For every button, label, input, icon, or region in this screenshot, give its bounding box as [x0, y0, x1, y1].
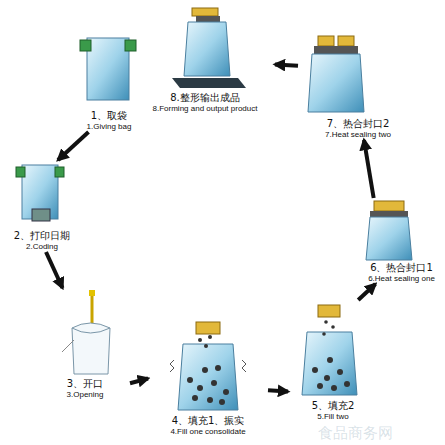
watermark: 食品商务网 [318, 424, 393, 443]
flow-arrow [46, 252, 63, 288]
step-label-en: 2.Coding [2, 242, 82, 252]
process-step: 5、填充25.Fill two [288, 300, 378, 422]
bag-drawing [308, 36, 364, 112]
step-label-zh: 4、填充1、振实 [148, 415, 268, 427]
step-label-zh: 5、填充2 [288, 400, 378, 412]
process-step: 7、热合封口27.Heat sealing two [298, 34, 418, 140]
step-label-en: 1.Giving bag [68, 122, 150, 132]
flow-arrow [364, 140, 374, 198]
bag-drawing [16, 165, 64, 221]
step-label-zh: 7、热合封口2 [298, 118, 418, 130]
step-label-en: 5.Fill two [288, 412, 378, 422]
bag-drawing [80, 38, 136, 100]
step-label-en: 4.Fill one consolidate [148, 427, 268, 437]
flow-arrow [275, 65, 298, 66]
step-label-zh: 8.整形输出成品 [135, 92, 275, 104]
process-step: 6、热合封口16.Heat sealing one [358, 198, 445, 284]
process-step: 1、取袋1.Giving bag [68, 32, 150, 132]
bag-drawing [62, 290, 110, 374]
flow-arrow [358, 284, 375, 300]
process-step: 3、开口3.Opening [40, 288, 130, 400]
step-label-en: 8.Forming and output product [135, 104, 275, 114]
flow-arrow [58, 132, 89, 160]
bag-drawing [302, 305, 357, 395]
process-step: 2、打印日期2.Coding [2, 160, 82, 252]
bag-drawing [366, 201, 412, 260]
step-label-zh: 3、开口 [40, 378, 130, 390]
flow-arrow [268, 390, 288, 391]
conveyor-drawing [172, 8, 246, 88]
process-step: 8.整形输出成品8.Forming and output product [135, 4, 275, 114]
step-label-zh: 2、打印日期 [2, 230, 82, 242]
step-label-en: 6.Heat sealing one [358, 274, 445, 284]
step-label-en: 7.Heat sealing two [298, 130, 418, 140]
step-label-zh: 6、热合封口1 [358, 262, 445, 274]
step-label-zh: 1、取袋 [68, 110, 150, 122]
process-step: 4、填充1、振实4.Fill one consolidate [148, 320, 268, 437]
flow-arrow [130, 379, 148, 384]
step-label-en: 3.Opening [40, 390, 130, 400]
bag-drawing [170, 322, 246, 410]
